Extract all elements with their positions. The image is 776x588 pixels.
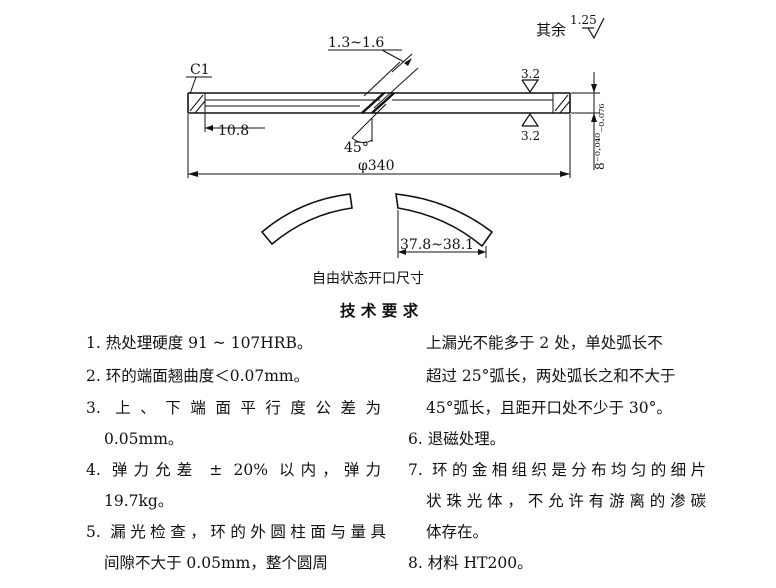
requirement-line: 1. 热处理硬度 91 ~ 107HRB。 [86, 334, 313, 352]
roughness-symbol-top-right [587, 17, 605, 40]
gap-line-right [371, 92, 395, 114]
requirement-line: 45°弧长，且距开口处不少于 30°。 [426, 399, 672, 417]
requirements-title: 技 术 要 求 [340, 302, 419, 320]
requirement-line: 19.7kg。 [104, 492, 174, 510]
requirement-line: 5. 漏光检查，环的外圆柱面与量具 [86, 523, 386, 541]
gap-width-label: 1.3~1.6 [328, 35, 385, 51]
chamfer-label: C1 [190, 62, 210, 78]
requirement-line: 8. 材料 HT200。 [408, 554, 533, 572]
requirement-line: 上漏光不能多于 2 处，单处弧长不 [426, 334, 663, 352]
requirement-line: 0.05mm。 [104, 430, 184, 448]
requirement-line: 3. 上、下端面平行度公差为 [86, 399, 381, 417]
requirement-line: 2. 环的端面翘曲度＜0.07mm。 [86, 367, 310, 385]
roughness-value-top: 3.2 [521, 67, 541, 81]
opening-caption: 自由状态开口尺寸 [312, 271, 424, 287]
roughness-symbol-top [521, 79, 540, 94]
angle-label: 45° [344, 140, 369, 156]
roughness-symbol-bottom [521, 112, 540, 127]
requirement-line: 状珠光体，不允许有游离的渗碳 [426, 492, 706, 510]
thickness-label: 8⁻⁰·⁰⁴⁰₋₀.₀₇₆ [593, 103, 607, 170]
gap-line-left [361, 92, 385, 114]
opening-label: 37.8~38.1 [400, 237, 475, 253]
requirement-line: 4. 弹力允差 ± 20% 以内，弹力 [86, 461, 381, 479]
opening-arc-right [395, 193, 494, 248]
ring-technical-drawing: 8⁻⁰·⁰⁴⁰₋₀.₀₇₆ [186, 17, 607, 258]
roughness-other-label: 其余 [536, 21, 567, 39]
roughness-other-value: 1.25 [570, 13, 597, 27]
diameter-label: φ340 [358, 158, 395, 174]
requirement-line: 7. 环的金相组织是分布均匀的细片 [408, 461, 706, 479]
requirement-line: 体存在。 [426, 523, 489, 541]
offset-label: 10.8 [218, 123, 250, 139]
opening-arc-left [260, 193, 353, 246]
roughness-value-bottom: 3.2 [521, 129, 541, 143]
requirement-line: 6. 退磁处理。 [408, 430, 506, 448]
requirement-line: 间隙不大于 0.05mm，整个圆周 [104, 554, 328, 572]
requirement-line: 超过 25°弧长，两处弧长之和不大于 [426, 367, 676, 385]
